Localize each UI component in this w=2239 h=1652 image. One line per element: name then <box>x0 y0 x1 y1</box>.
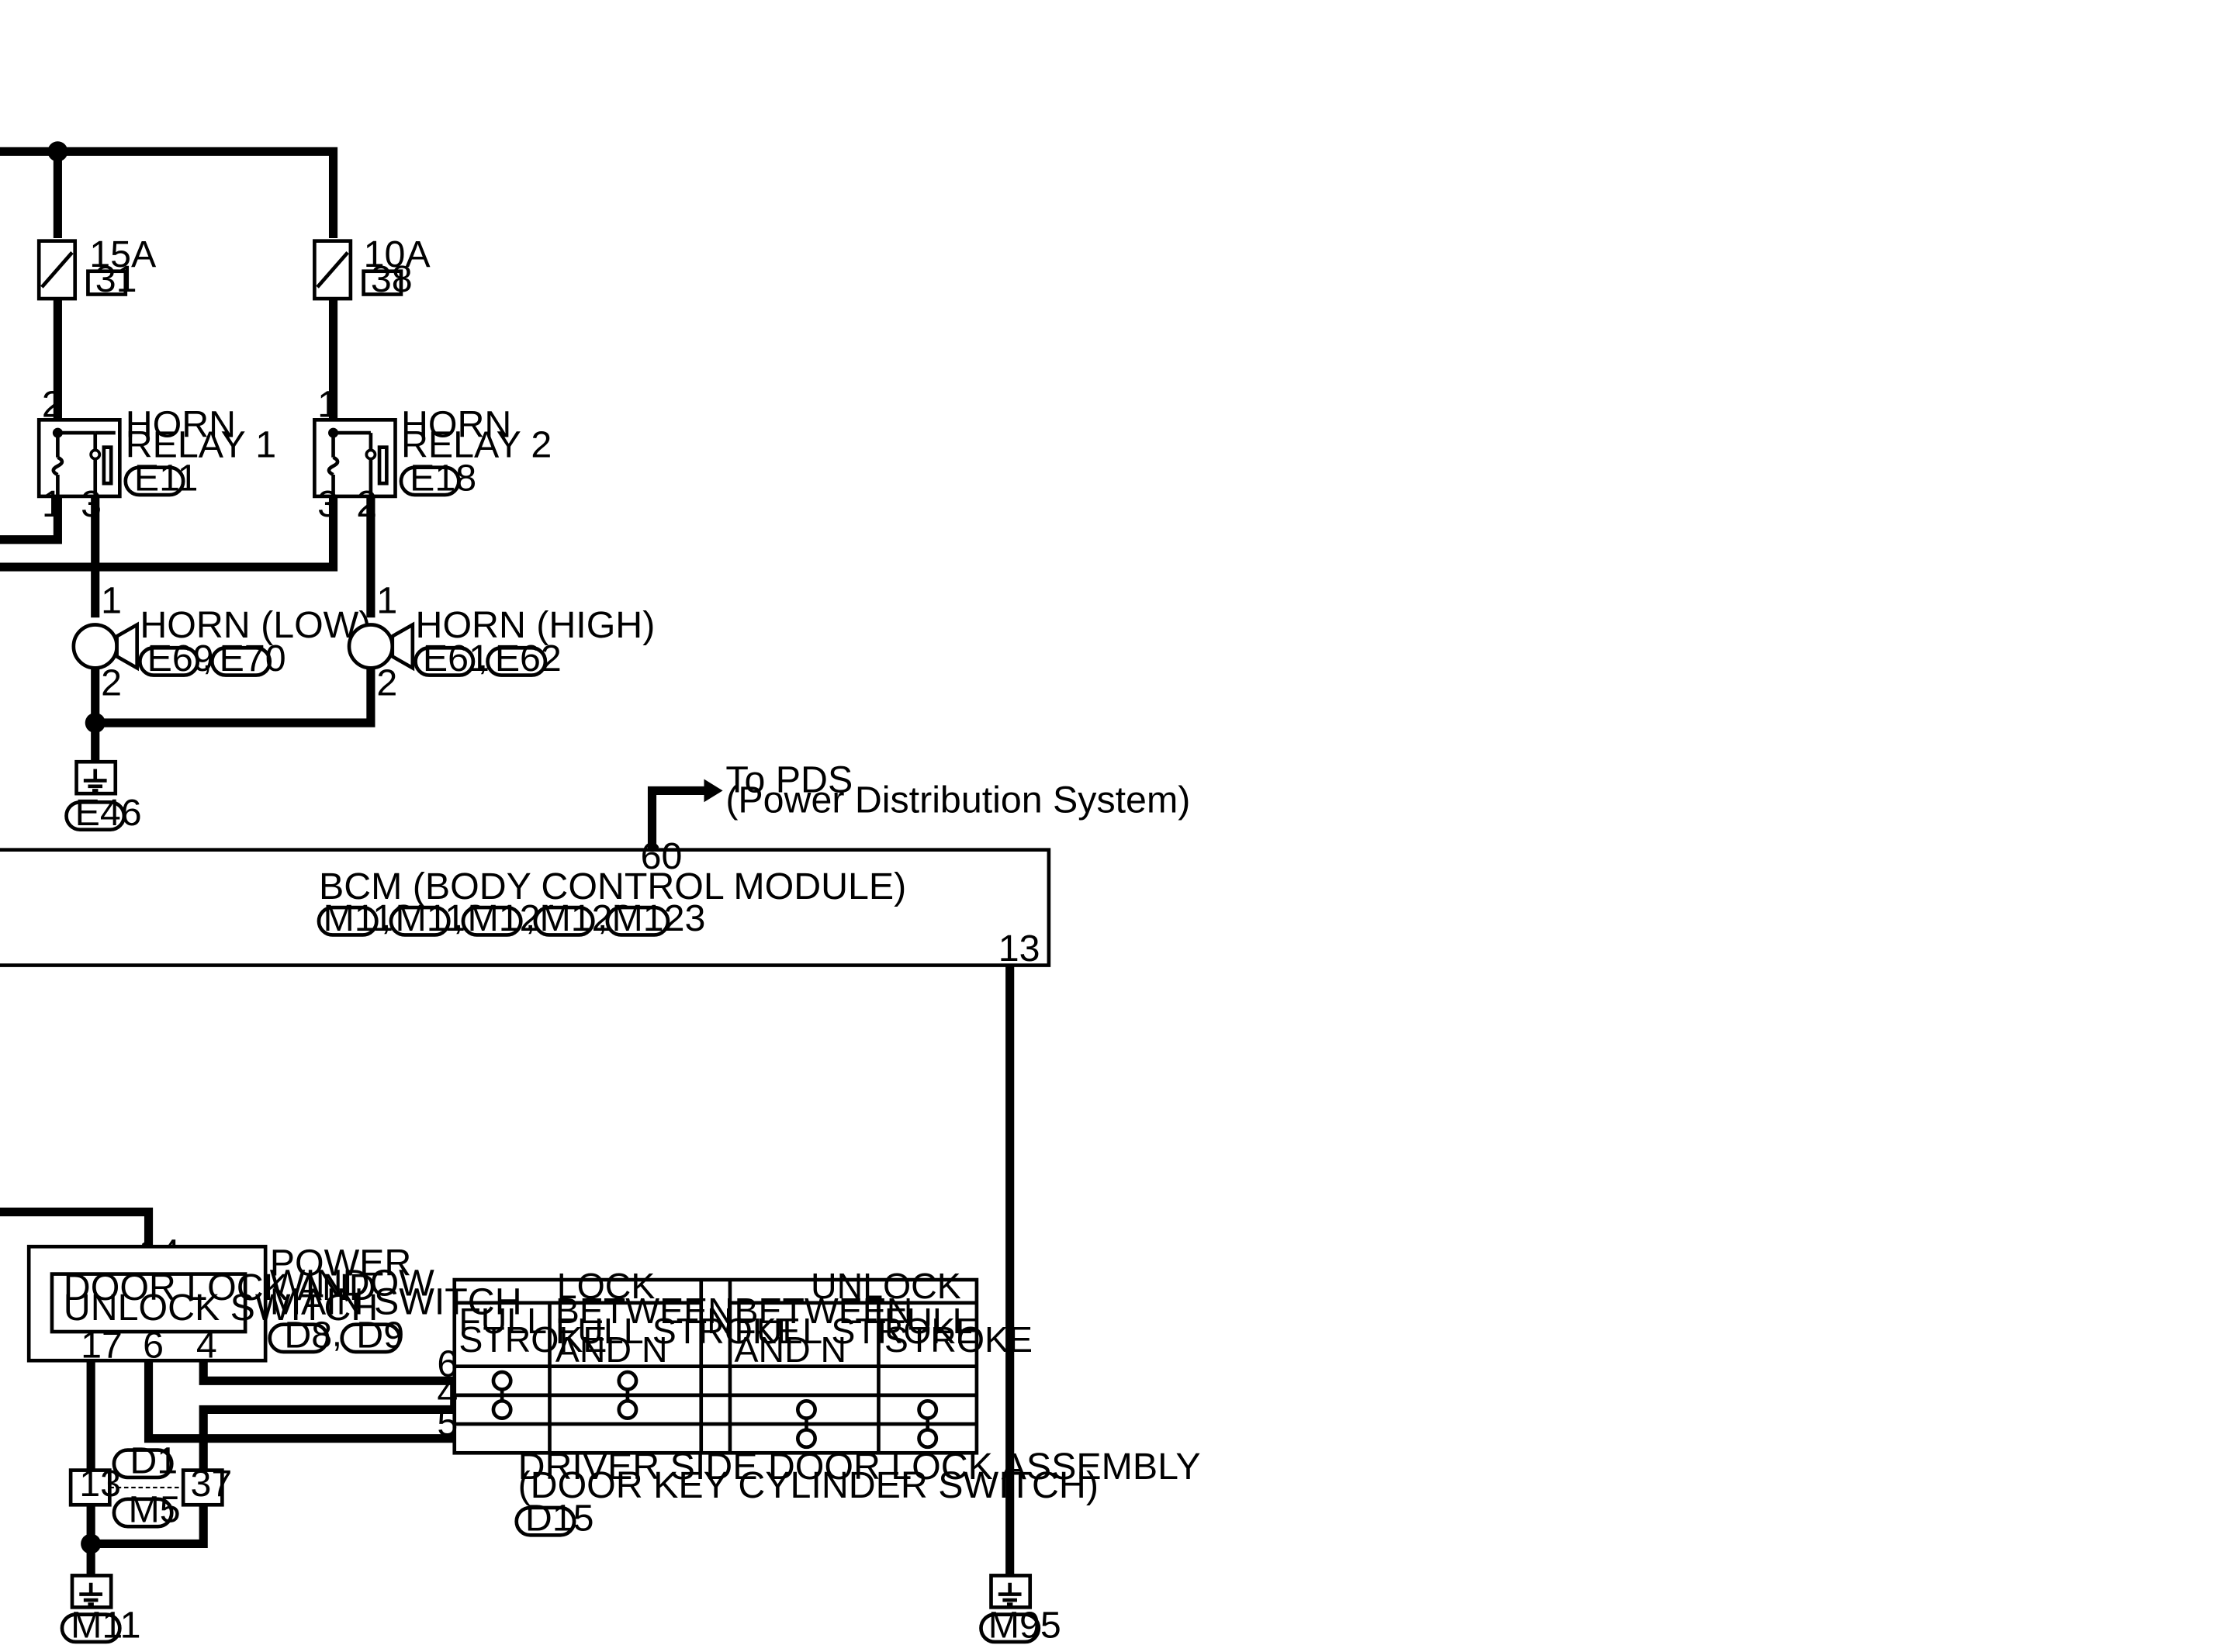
pin-label: 2 <box>101 662 122 704</box>
connector-label: M123 <box>611 897 705 939</box>
pin-label: 4 <box>437 1372 458 1414</box>
relay-name: RELAY 1 <box>126 424 276 466</box>
connector-label: D15 <box>525 1498 594 1540</box>
pin-label: 13 <box>79 1463 121 1505</box>
col-between: FULL STROKE <box>735 1311 980 1351</box>
col-full-stroke: STROKE <box>459 1319 607 1360</box>
fuse-rating: 15A <box>89 233 157 275</box>
pds-arrow: To PDS (Power Distribution System) <box>647 759 1190 850</box>
horn-low: 1 HORN (LOW) E69 , E70 2 <box>71 580 371 704</box>
connector-label: E61 <box>423 638 490 679</box>
door-lock-switch-table: LOCK UNLOCK N FULL STROKE BETWEEN FULL S… <box>437 1266 1200 1540</box>
svg-text:,: , <box>478 636 488 678</box>
fuse-number: 38 <box>371 258 413 300</box>
switch-inner-label: DOOR LOCK AND <box>64 1267 376 1308</box>
ground-label: E46 <box>75 792 142 834</box>
table-header-n: N <box>707 1301 733 1341</box>
door-lock-name: (DOOR KEY CYLINDER SWITCH) <box>518 1464 1099 1506</box>
table-header-unlock: UNLOCK <box>811 1266 961 1306</box>
connector-label: E62 <box>495 638 562 679</box>
col-between: AND N <box>735 1329 847 1370</box>
switch-name: POWER <box>270 1242 412 1284</box>
svg-text:,: , <box>453 896 463 938</box>
bcm-name: BCM (BODY CONTROL MODULE) <box>319 866 906 907</box>
ground-m95: M95 <box>979 1574 1061 1646</box>
pin-label: 6 <box>143 1324 164 1366</box>
svg-text:,: , <box>332 1313 342 1355</box>
connector-label: E11 <box>134 457 198 499</box>
connector-label: E69 <box>147 638 214 679</box>
connector-label: E18 <box>410 457 476 499</box>
pin-label: 1 <box>101 580 122 622</box>
connector-label: D9 <box>356 1314 404 1356</box>
fuse-15a: 15A 31 <box>36 233 157 301</box>
svg-text:,: , <box>525 896 535 938</box>
pds-label: (Power Distribution System) <box>725 779 1190 821</box>
col-between: AND N <box>555 1329 668 1370</box>
ground-label: M95 <box>988 1604 1061 1646</box>
col-between: BETWEEN <box>735 1291 913 1331</box>
horn-high: 1 HORN (HIGH) E61 , E62 2 <box>347 580 656 704</box>
col-between: FULL STROKE <box>555 1311 801 1351</box>
pin-label: 6 <box>437 1343 458 1385</box>
switch-inner-label: UNLOCK SWITCH <box>64 1287 378 1329</box>
pin-label: 60 <box>641 835 683 877</box>
connector-label: M5 <box>128 1489 180 1531</box>
fuse-10a: 10A 38 <box>313 233 431 301</box>
relay-name: RELAY 2 <box>401 424 552 466</box>
pin-label: 5 <box>437 1402 458 1444</box>
door-lock-name: DRIVER SIDE DOOR LOCK ASSEMBLY <box>518 1446 1201 1488</box>
pin-label: 1 <box>376 580 397 622</box>
pin-label: 37 <box>190 1463 232 1505</box>
svg-text:,: , <box>381 896 391 938</box>
connector-label: E70 <box>220 638 286 679</box>
pin-label: 13 <box>998 928 1040 969</box>
horn-relay-2: 1 3 2 HORN RELAY 2 E18 <box>313 384 552 525</box>
switch-name: WINDOW <box>270 1263 434 1305</box>
col-between: BETWEEN <box>555 1291 734 1331</box>
col-full-stroke: FULL <box>884 1301 973 1341</box>
svg-text:,: , <box>202 636 212 678</box>
horn-name: HORN (HIGH) <box>416 604 656 646</box>
ground-label: M11 <box>71 1604 140 1646</box>
horn-relay-1: 2 1 3 HORN RELAY 1 E11 <box>36 384 276 525</box>
table-header-lock: LOCK <box>557 1266 656 1306</box>
power-bus <box>0 141 338 238</box>
col-full-stroke: FULL <box>459 1301 547 1341</box>
bcm-module: 60 BCM (BODY CONTROL MODULE) M118 , M119… <box>0 835 1051 969</box>
horn-name: HORN (LOW) <box>140 604 371 646</box>
joint-connector: D1 13 37 M5 <box>68 1439 232 1531</box>
fuse-number: 31 <box>95 258 137 300</box>
relay-name: HORN <box>401 404 511 446</box>
connector-label: D8 <box>284 1314 332 1356</box>
svg-text:,: , <box>597 896 607 938</box>
connector-label: D1 <box>130 1439 178 1481</box>
pin-label: 2 <box>376 662 397 704</box>
fuse-rating: 10A <box>364 233 431 275</box>
power-window-main-switch: 14 DOOR LOCK AND UNLOCK SWITCH 17 6 4 PO… <box>26 1232 522 1367</box>
col-full-stroke: STROKE <box>884 1319 1033 1360</box>
pin-label: 17 <box>81 1324 123 1366</box>
pds-label: To PDS <box>725 759 853 800</box>
relay-name: HORN <box>126 404 236 446</box>
ground-e46: E46 <box>64 759 142 834</box>
pin-label: 4 <box>196 1324 217 1366</box>
ground-m11: M11 <box>60 1574 141 1646</box>
